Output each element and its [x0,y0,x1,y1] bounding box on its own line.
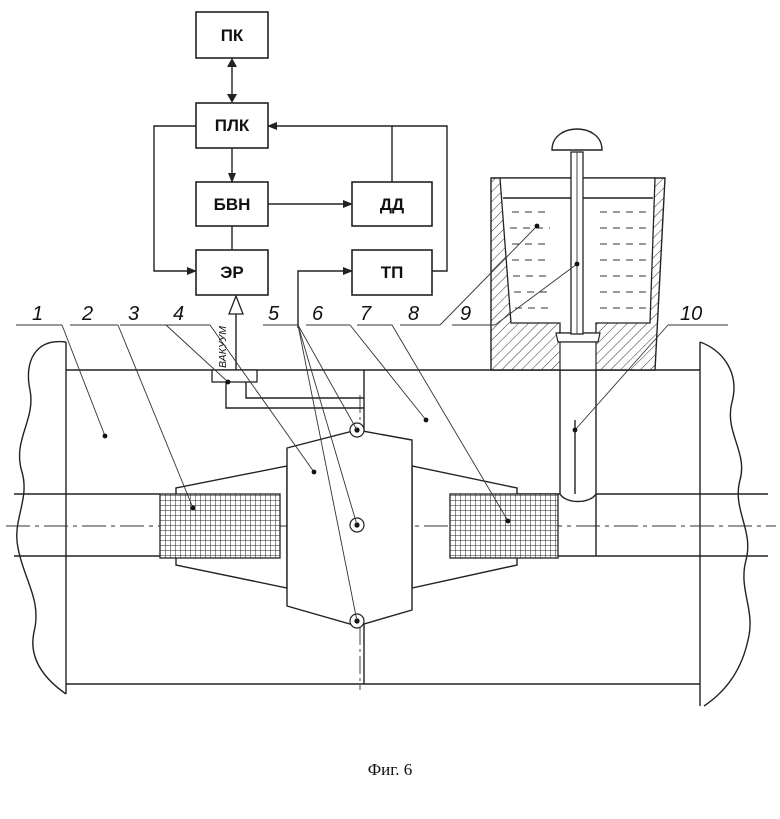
callout-10: 10 [680,303,702,325]
vacuum-fitting [212,370,257,382]
pipe-assembly [6,340,776,706]
callout-7: 7 [360,303,372,325]
sensor-tp-arrow [298,271,352,328]
callout-2: 2 [81,303,93,325]
feed-channel-bottom [560,494,596,502]
callout-1: 1 [32,303,43,325]
left-mesh-block [160,494,280,558]
stopper-knob [552,129,602,150]
plk-er-loop [154,126,196,271]
hopper [491,129,665,370]
callout-6: 6 [312,303,324,325]
bvn-label: БВН [214,195,251,214]
hopper-outlet [560,342,596,370]
figure-caption: Фиг. 6 [368,760,413,779]
callout-4: 4 [173,303,184,325]
pk-plk-link [227,58,237,103]
vacuum-line [229,296,243,370]
pk-label: ПК [221,26,244,45]
callout-5: 5 [268,303,280,325]
callout-3: 3 [128,303,139,325]
er-label: ЭР [220,263,243,282]
dd-label: ДД [380,195,404,214]
right-mesh-block [450,494,558,558]
vacuum-duct-upper [246,382,364,398]
callout-9: 9 [460,303,471,325]
tp-label: ТП [381,263,404,282]
central-mold-body [287,430,412,626]
right-break-line [700,342,750,706]
vacuum-label: ВАКУУМ [217,326,229,368]
dd-plk-feedback [268,126,392,182]
callout-8: 8 [408,303,419,325]
plk-label: ПЛК [215,116,250,135]
left-break-line [17,342,66,694]
control-block-diagram: ПК ПЛК БВН ДД ЭР ТП [154,12,447,370]
